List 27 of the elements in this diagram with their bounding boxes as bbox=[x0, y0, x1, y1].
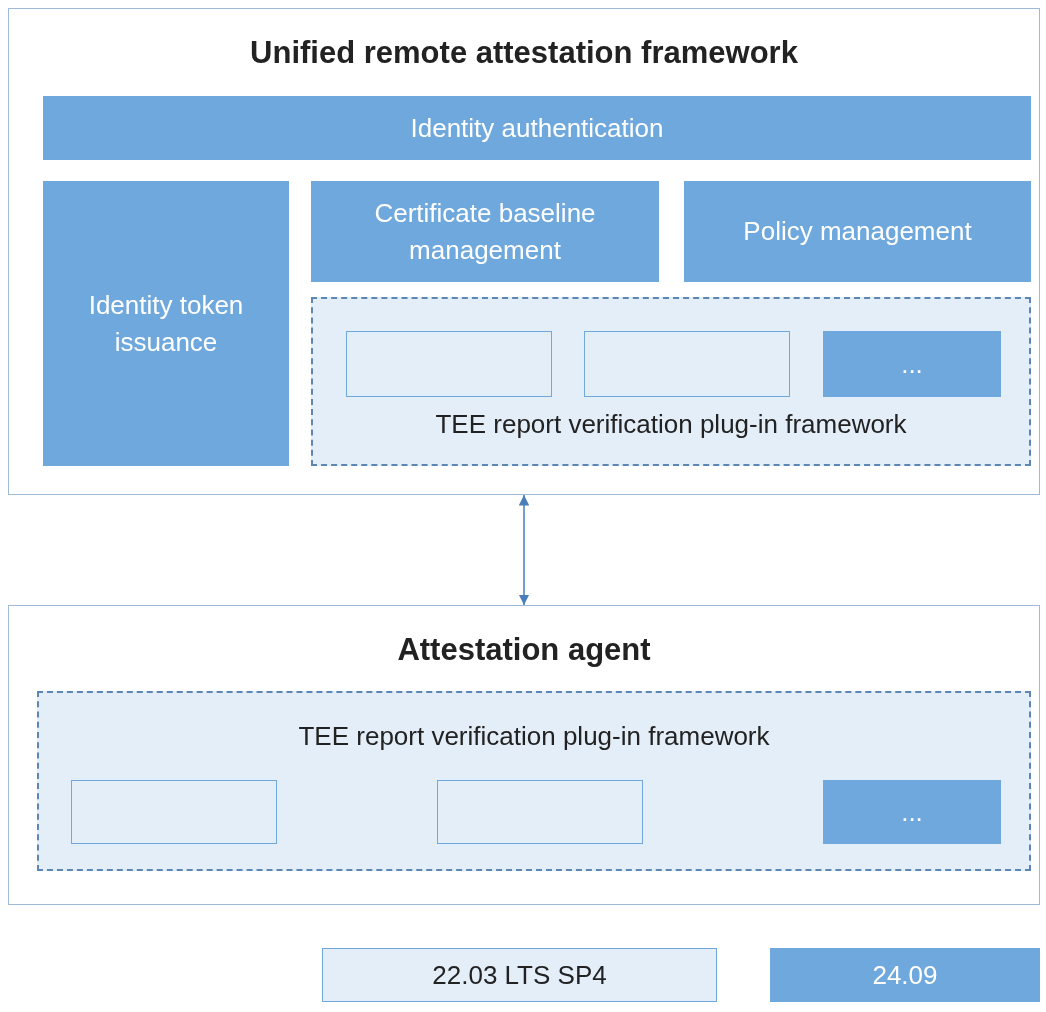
module-box bbox=[43, 181, 289, 466]
box-label: Policy management bbox=[743, 215, 972, 249]
module-box bbox=[823, 780, 1001, 844]
plugin-framework-panel bbox=[37, 691, 1031, 871]
legend-label: 22.03 LTS SP4 bbox=[432, 959, 607, 991]
module-box bbox=[43, 96, 1031, 160]
module-box bbox=[311, 181, 659, 282]
layer-panel bbox=[8, 605, 1040, 905]
legend-label: 24.09 bbox=[872, 959, 938, 991]
layer-panel bbox=[8, 8, 1040, 495]
module-box bbox=[584, 331, 790, 397]
panel-label: TEE report verification plug-in framework bbox=[297, 721, 771, 752]
box-label: ... bbox=[900, 795, 924, 829]
box-label: ... bbox=[900, 347, 924, 381]
box-label: Certificate baseline management bbox=[373, 197, 597, 267]
panel-label: TEE report verification plug-in framework bbox=[434, 409, 908, 440]
module-box bbox=[823, 331, 1001, 397]
module-box bbox=[684, 181, 1031, 282]
plugin-framework-panel bbox=[311, 297, 1031, 466]
box-label: Identity authentication bbox=[410, 111, 664, 145]
double-arrow bbox=[518, 494, 530, 606]
panel-title: Unified remote attestation framework bbox=[249, 35, 799, 71]
box-label: Identity token issuance bbox=[87, 289, 245, 359]
panel-title: Attestation agent bbox=[396, 632, 652, 668]
module-box bbox=[346, 331, 552, 397]
module-box bbox=[437, 780, 643, 844]
module-box bbox=[71, 780, 277, 844]
